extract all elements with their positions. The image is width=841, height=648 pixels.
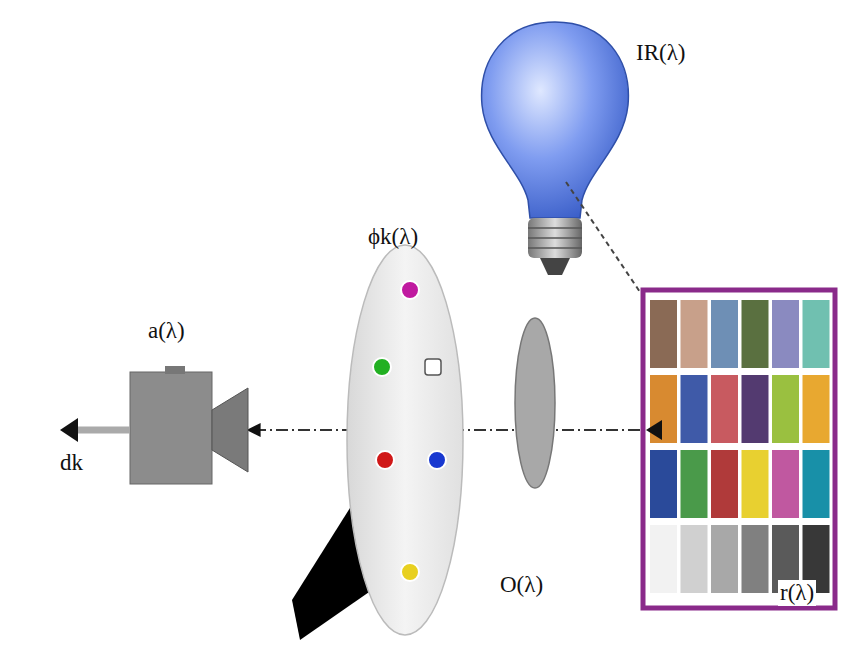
color-patch [711,525,738,593]
camera [60,366,248,484]
color-chart [643,290,835,608]
color-patch [711,450,738,518]
symbol-label: O(λ) [500,572,543,598]
color-patch [742,300,769,368]
light-bulb [482,22,629,275]
color-patch [650,525,677,593]
color-patch [803,300,830,368]
color-patch [742,375,769,443]
color-patch [742,450,769,518]
color-patch [711,375,738,443]
illumination-line [566,182,640,292]
color-patch [772,375,799,443]
color-patch [681,375,708,443]
lens [515,318,555,488]
color-patch [803,375,830,443]
symbol-label: ϕk(λ) [368,224,418,250]
color-patch [742,525,769,593]
color-patch [803,450,830,518]
color-patch [681,300,708,368]
filter-wheel [292,245,463,640]
color-patch [681,525,708,593]
symbol-label: r(λ) [778,580,816,606]
color-patch [650,450,677,518]
color-patch [772,450,799,518]
symbol-label: dk [60,450,83,476]
symbol-label: a(λ) [148,318,185,344]
symbol-label: IR(λ) [636,40,685,66]
color-patch [681,450,708,518]
color-patch [650,300,677,368]
color-patch [711,300,738,368]
color-patch [772,300,799,368]
